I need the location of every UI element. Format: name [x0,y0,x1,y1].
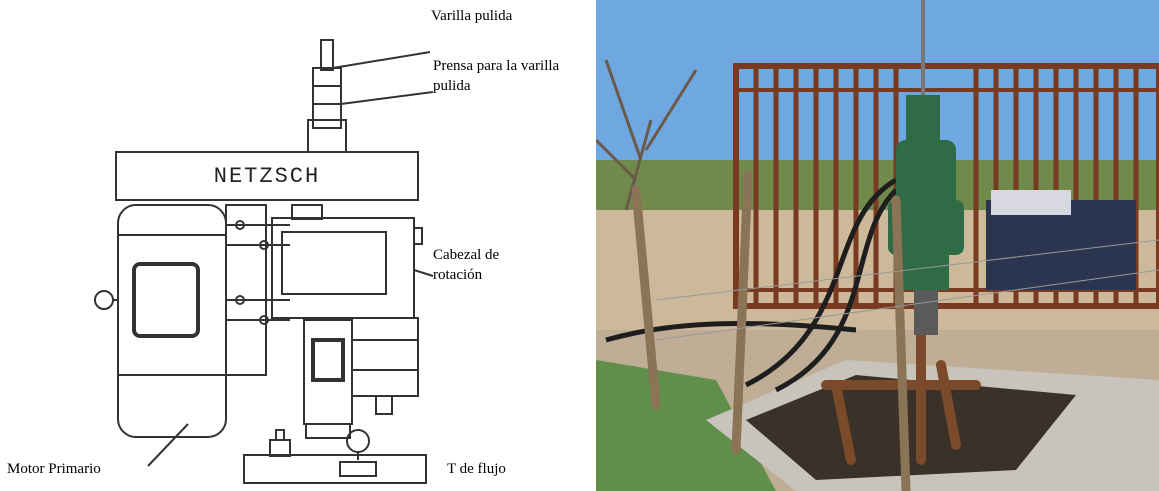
label-rod-clamp: Prensa para la varilla pulida [433,56,559,96]
equipment-diagram: NETZSCH Varilla pulida Prensa para la va… [7,8,560,484]
label-rod-clamp-line2: pulida [433,78,471,94]
top-beam [115,151,419,201]
polished-rod [320,39,334,71]
rod-clamp [312,67,342,129]
label-polished-rod: Varilla pulida [431,8,513,24]
brand-label: NETZSCH [213,164,321,189]
flow-tee [243,454,427,484]
wellhead-photo [596,0,1159,491]
label-drive-head-line2: rotación [433,267,483,283]
wellhead-photo-illustration [596,0,1159,491]
label-flow-tee: T de flujo [447,461,506,477]
label-drive-head: Cabezal de rotación [433,245,499,285]
label-rod-clamp-line1: Prensa para la varilla [433,58,560,74]
drive-head-schematic [94,39,434,484]
label-drive-head-line1: Cabezal de [433,247,500,263]
drive-head-box [271,217,415,319]
label-prime-motor: Motor Primario [7,461,101,477]
green-drive-head [888,95,964,290]
